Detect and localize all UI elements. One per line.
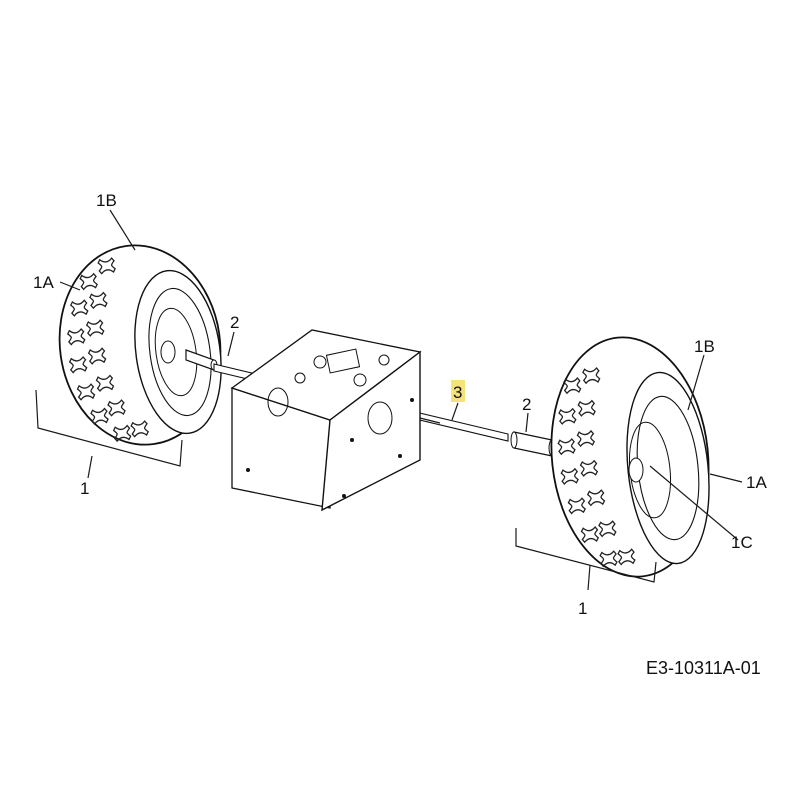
right-wheel bbox=[550, 336, 710, 578]
callout-label: 1A bbox=[746, 473, 767, 492]
frame-housing bbox=[230, 329, 422, 512]
callout-label: 1A bbox=[33, 273, 54, 292]
right-spacer bbox=[510, 431, 556, 457]
callout-label: 1B bbox=[96, 191, 117, 210]
callout-label: 1B bbox=[694, 337, 715, 356]
callout-label: 2 bbox=[230, 313, 239, 332]
callout-label: 1 bbox=[80, 479, 89, 498]
callout-label: 3 bbox=[453, 383, 462, 402]
left-wheel bbox=[58, 244, 222, 446]
highlight-marker bbox=[451, 380, 465, 402]
callout-label: 2 bbox=[522, 395, 531, 414]
callout-lines bbox=[35, 209, 743, 591]
callout-label: 1 bbox=[578, 599, 587, 618]
drawing-code: E3-10311A-01 bbox=[646, 658, 761, 678]
callout-label: 1C bbox=[731, 533, 753, 552]
